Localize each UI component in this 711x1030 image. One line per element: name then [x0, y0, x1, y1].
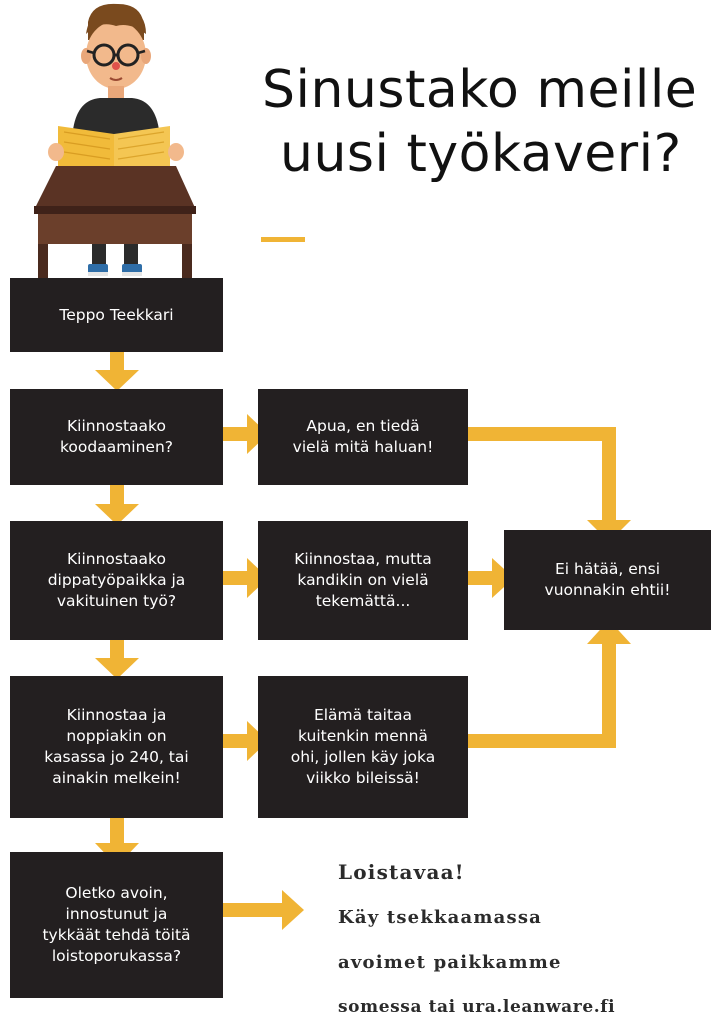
node-question-2: Kiinnostaako dippatyöpaikka ja vakituine…	[10, 521, 223, 640]
arrow-a2-to-end	[468, 558, 514, 598]
final-message: Loistavaa! Käy tsekkaamassa avoimet paik…	[338, 850, 708, 1030]
arrow-q1-to-q2	[95, 485, 139, 525]
final-line-1: Loistavaa!	[338, 860, 465, 884]
arrow-q2-to-a2	[223, 558, 268, 598]
arrow-a3-to-end	[468, 620, 631, 748]
final-line-4: somessa tai ura.leanware.fi	[338, 997, 616, 1017]
final-line-2: Käy tsekkaamassa	[338, 907, 543, 928]
final-line-3: avoimet paikkamme	[338, 952, 562, 973]
node-question-1: Kiinnostaako koodaaminen?	[10, 389, 223, 485]
arrow-a1-to-end	[468, 427, 631, 542]
arrow-q3-to-a3	[223, 721, 268, 761]
arrow-q4-to-final	[223, 890, 304, 930]
title-underline	[261, 237, 305, 242]
title-line-2: uusi työkaveri?	[280, 124, 682, 184]
student-illustration	[34, 3, 196, 280]
node-question-4: Oletko avoin, innostunut ja tykkäät tehd…	[10, 852, 223, 998]
node-answer-2: Kiinnostaa, mutta kandikin on vielä teke…	[258, 521, 468, 640]
node-question-3: Kiinnostaa ja noppiakin on kasassa jo 24…	[10, 676, 223, 818]
arrow-q2-to-q3	[95, 640, 139, 679]
node-start: Teppo Teekkari	[10, 278, 223, 352]
node-end: Ei hätää, ensi vuonnakin ehtii!	[504, 530, 711, 630]
arrow-q1-to-a1	[223, 414, 268, 454]
node-answer-1: Apua, en tiedä vielä mitä haluan!	[258, 389, 468, 485]
arrow-start-to-q1	[95, 352, 139, 391]
node-answer-3: Elämä taitaa kuitenkin mennä ohi, jollen…	[258, 676, 468, 818]
title-line-1: Sinustako meille	[262, 60, 698, 120]
page-title: Sinustako meille uusi työkaveri?	[262, 58, 702, 186]
